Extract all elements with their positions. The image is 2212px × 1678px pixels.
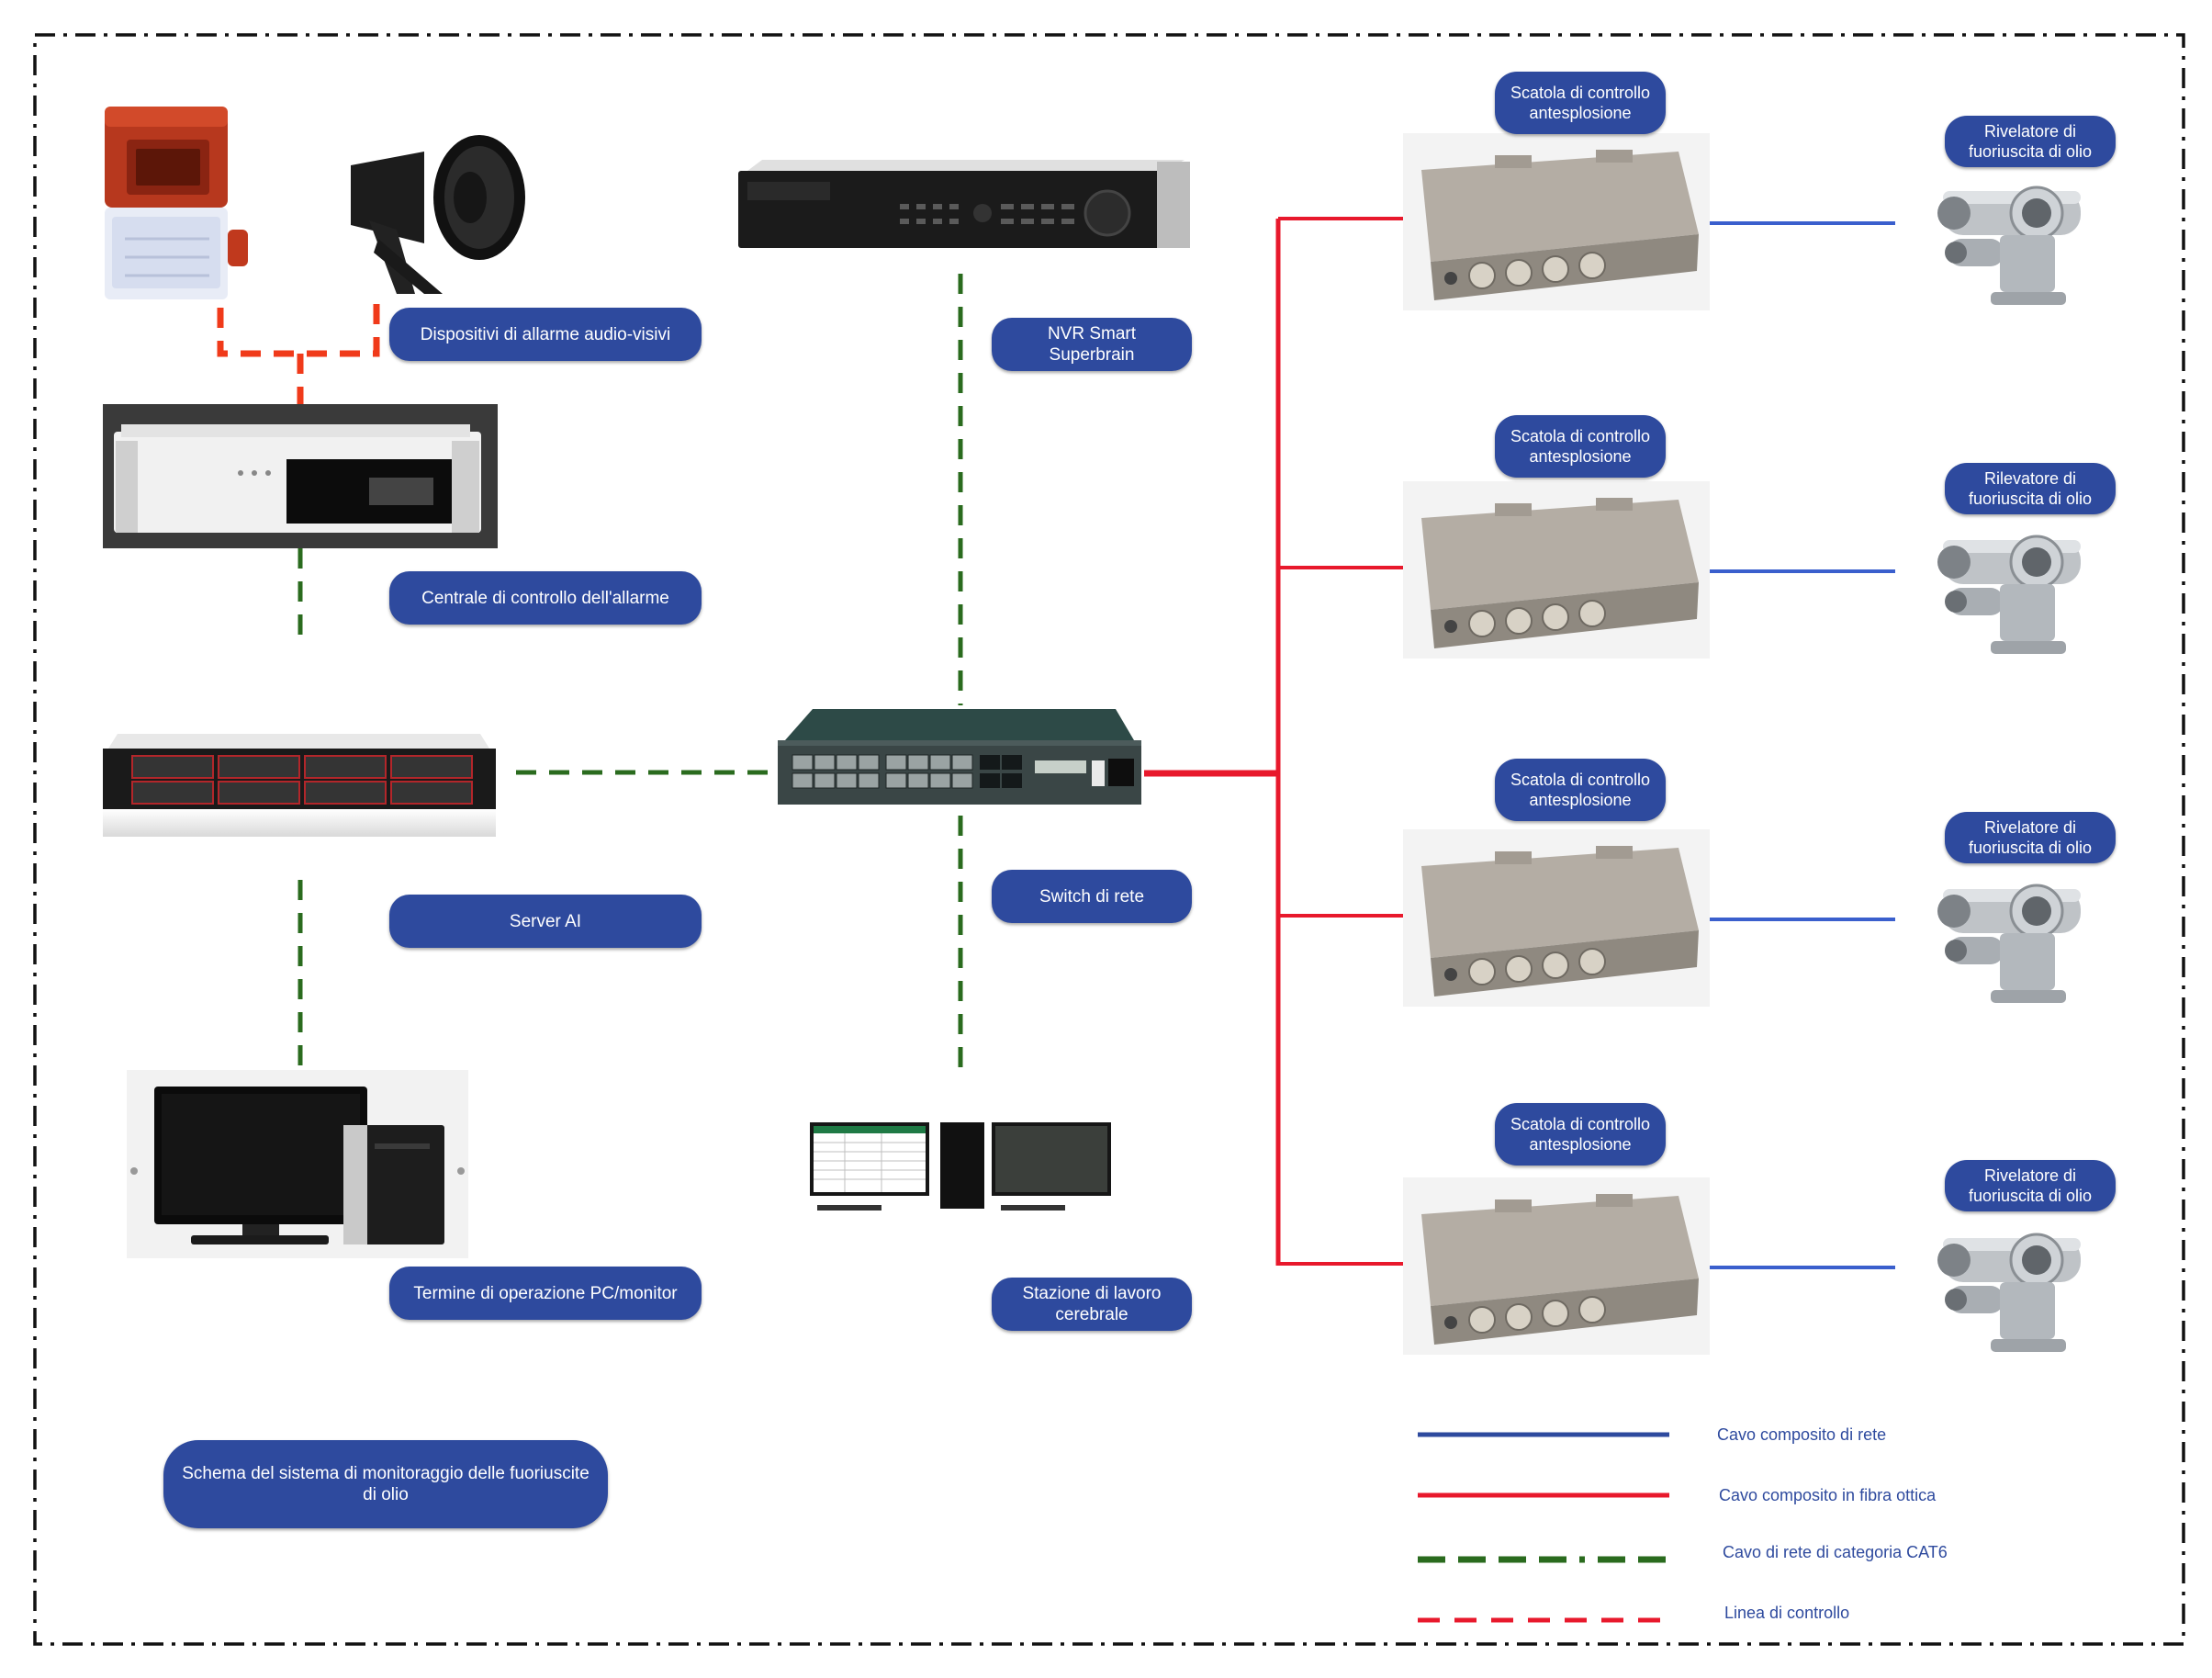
detector-label: Rivelatore di fuoriuscita di olio bbox=[1945, 116, 2116, 167]
alarm-control-line bbox=[217, 298, 380, 404]
workstation-icon bbox=[808, 1121, 1120, 1217]
diagram-frame bbox=[33, 33, 2185, 1646]
nvr-recorder-icon bbox=[735, 158, 1190, 253]
junction-box-label: Scatola di controllo antesplosione bbox=[1495, 415, 1666, 478]
alarm-beacon-icon bbox=[99, 101, 255, 308]
alarm-devices-label: Dispositivi di allarme audio-visivi bbox=[389, 308, 702, 361]
switch-label: Switch di rete bbox=[992, 870, 1192, 923]
junction-box-icon bbox=[1403, 133, 1710, 310]
workstation-label: Stazione di lavoro cerebrale bbox=[992, 1278, 1192, 1331]
explosion-proof-camera-icon bbox=[1936, 175, 2124, 312]
ai-server-label: Server AI bbox=[389, 895, 702, 948]
legend-label-network: Cavo composito di rete bbox=[1717, 1425, 1887, 1444]
desktop-pc-icon bbox=[127, 1070, 468, 1258]
rack-server-icon bbox=[99, 730, 499, 840]
legend-label-fiber: Cavo composito in fibra ottica bbox=[1719, 1486, 1937, 1504]
nvr-label: NVR Smart Superbrain bbox=[992, 318, 1192, 371]
diagram-title: Schema del sistema di monitoraggio delle… bbox=[163, 1440, 608, 1528]
pc-terminal-label: Termine di operazione PC/monitor bbox=[389, 1267, 702, 1320]
network-switch-icon bbox=[776, 707, 1143, 810]
junction-box-icon bbox=[1403, 829, 1710, 1007]
fiber-lines bbox=[1144, 217, 1403, 1266]
network-lines bbox=[1710, 221, 1895, 1269]
detector-label: Rilevatore di fuoriuscita di olio bbox=[1945, 463, 2116, 514]
alarm-control-label: Centrale di controllo dell'allarme bbox=[389, 571, 702, 625]
horn-speaker-icon bbox=[342, 129, 534, 298]
junction-box-label: Scatola di controllo antesplosione bbox=[1495, 72, 1666, 134]
junction-box-icon bbox=[1403, 1177, 1710, 1355]
detector-label: Rivelatore di fuoriuscita di olio bbox=[1945, 812, 2116, 863]
legend-label-cat6: Cavo di rete di categoria CAT6 bbox=[1723, 1543, 1948, 1561]
junction-box-icon bbox=[1403, 481, 1710, 659]
explosion-proof-camera-icon bbox=[1936, 1222, 2124, 1359]
explosion-proof-camera-icon bbox=[1936, 524, 2124, 661]
junction-box-label: Scatola di controllo antesplosione bbox=[1495, 759, 1666, 821]
junction-box-label: Scatola di controllo antesplosione bbox=[1495, 1103, 1666, 1166]
legend-label-control: Linea di controllo bbox=[1724, 1604, 1850, 1622]
detector-label: Rivelatore di fuoriuscita di olio bbox=[1945, 1160, 2116, 1211]
alarm-control-panel-icon bbox=[103, 404, 498, 548]
cat6-lines bbox=[298, 274, 963, 1075]
explosion-proof-camera-icon bbox=[1936, 873, 2124, 1010]
legend-swatches bbox=[1418, 1432, 1669, 1623]
